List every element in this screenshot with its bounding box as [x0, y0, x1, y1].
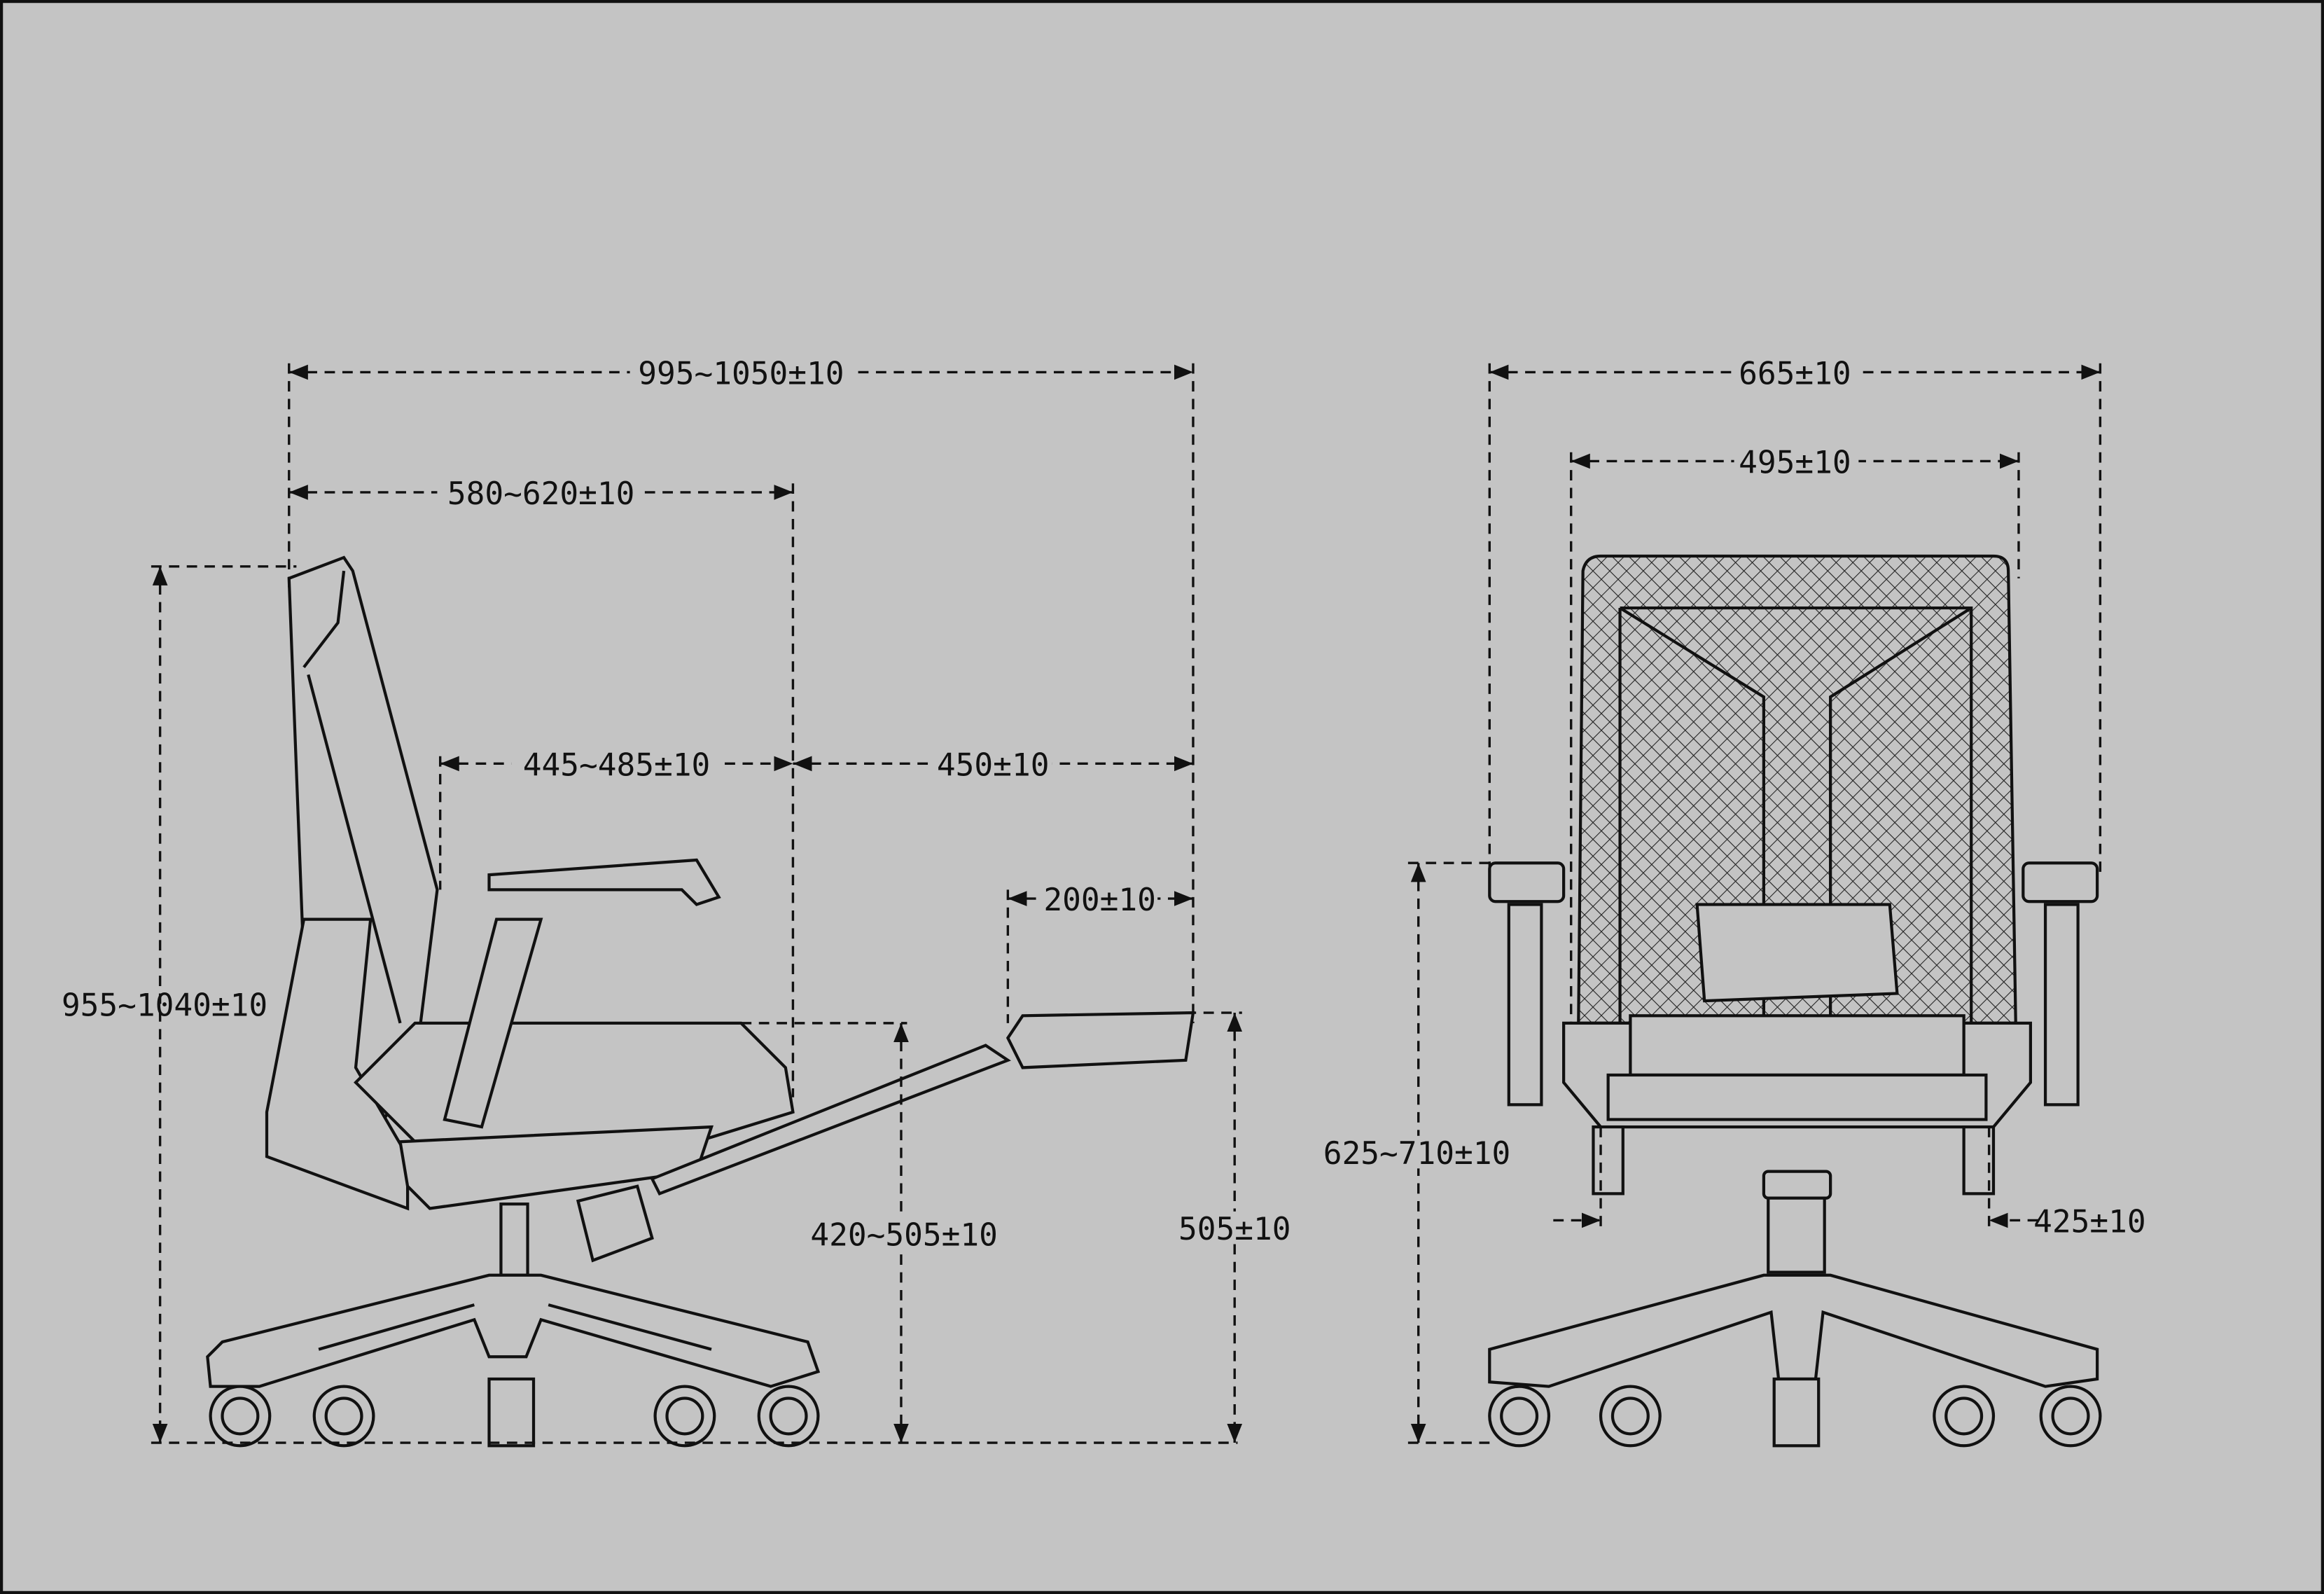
tilt-knob [576, 1184, 654, 1263]
casters [209, 1377, 820, 1448]
dimension-labels: 995~1050±10 580~620±10 445~485±10 450±10… [62, 356, 2146, 1253]
footrest-extension-label: 450±10 [937, 747, 1050, 783]
seat-depth-label: 445~485±10 [523, 747, 711, 783]
right-armrest-pad [2022, 861, 2099, 903]
overall-width-label: 665±10 [1739, 356, 1851, 391]
right-armrest-post [2043, 903, 2080, 1107]
front-view-chair [1488, 554, 2102, 1448]
gas-lift [499, 1203, 529, 1277]
left-armrest-post [1507, 903, 1543, 1107]
seat-cushion [354, 1021, 795, 1144]
footrest-depth-label: 200±10 [1043, 882, 1156, 918]
seat-mechanism [398, 1125, 714, 1210]
star-base [206, 1273, 821, 1388]
back-width-label: 495±10 [1739, 445, 1851, 480]
armrest-height-label: 625~710±10 [1323, 1136, 1511, 1172]
footrest-pad [1006, 1011, 1195, 1069]
overall-height-label: 955~1040±10 [62, 987, 267, 1023]
back-to-seat-front-label: 580~620±10 [447, 476, 635, 512]
footrest-rail [650, 1044, 1011, 1196]
mesh-backrest [1577, 554, 2017, 1025]
left-armrest-pad [1488, 861, 1566, 903]
casters [1488, 1377, 2102, 1448]
overall-depth-label: 995~1050±10 [638, 356, 844, 391]
star-base [1488, 1273, 2099, 1388]
gas-lift [1767, 1196, 1826, 1274]
lumbar-pad [1695, 903, 1899, 1003]
seat-cushion-front [1629, 1014, 1965, 1077]
footrest-height-label: 505±10 [1178, 1212, 1291, 1247]
seat-height-label: 420~505±10 [810, 1217, 998, 1253]
seat-width-label: 425±10 [2033, 1204, 2146, 1240]
lumbar-support [265, 917, 410, 1211]
armrest-pad [487, 858, 721, 906]
armrest-post [443, 917, 543, 1129]
side-view-chair [206, 555, 1195, 1448]
